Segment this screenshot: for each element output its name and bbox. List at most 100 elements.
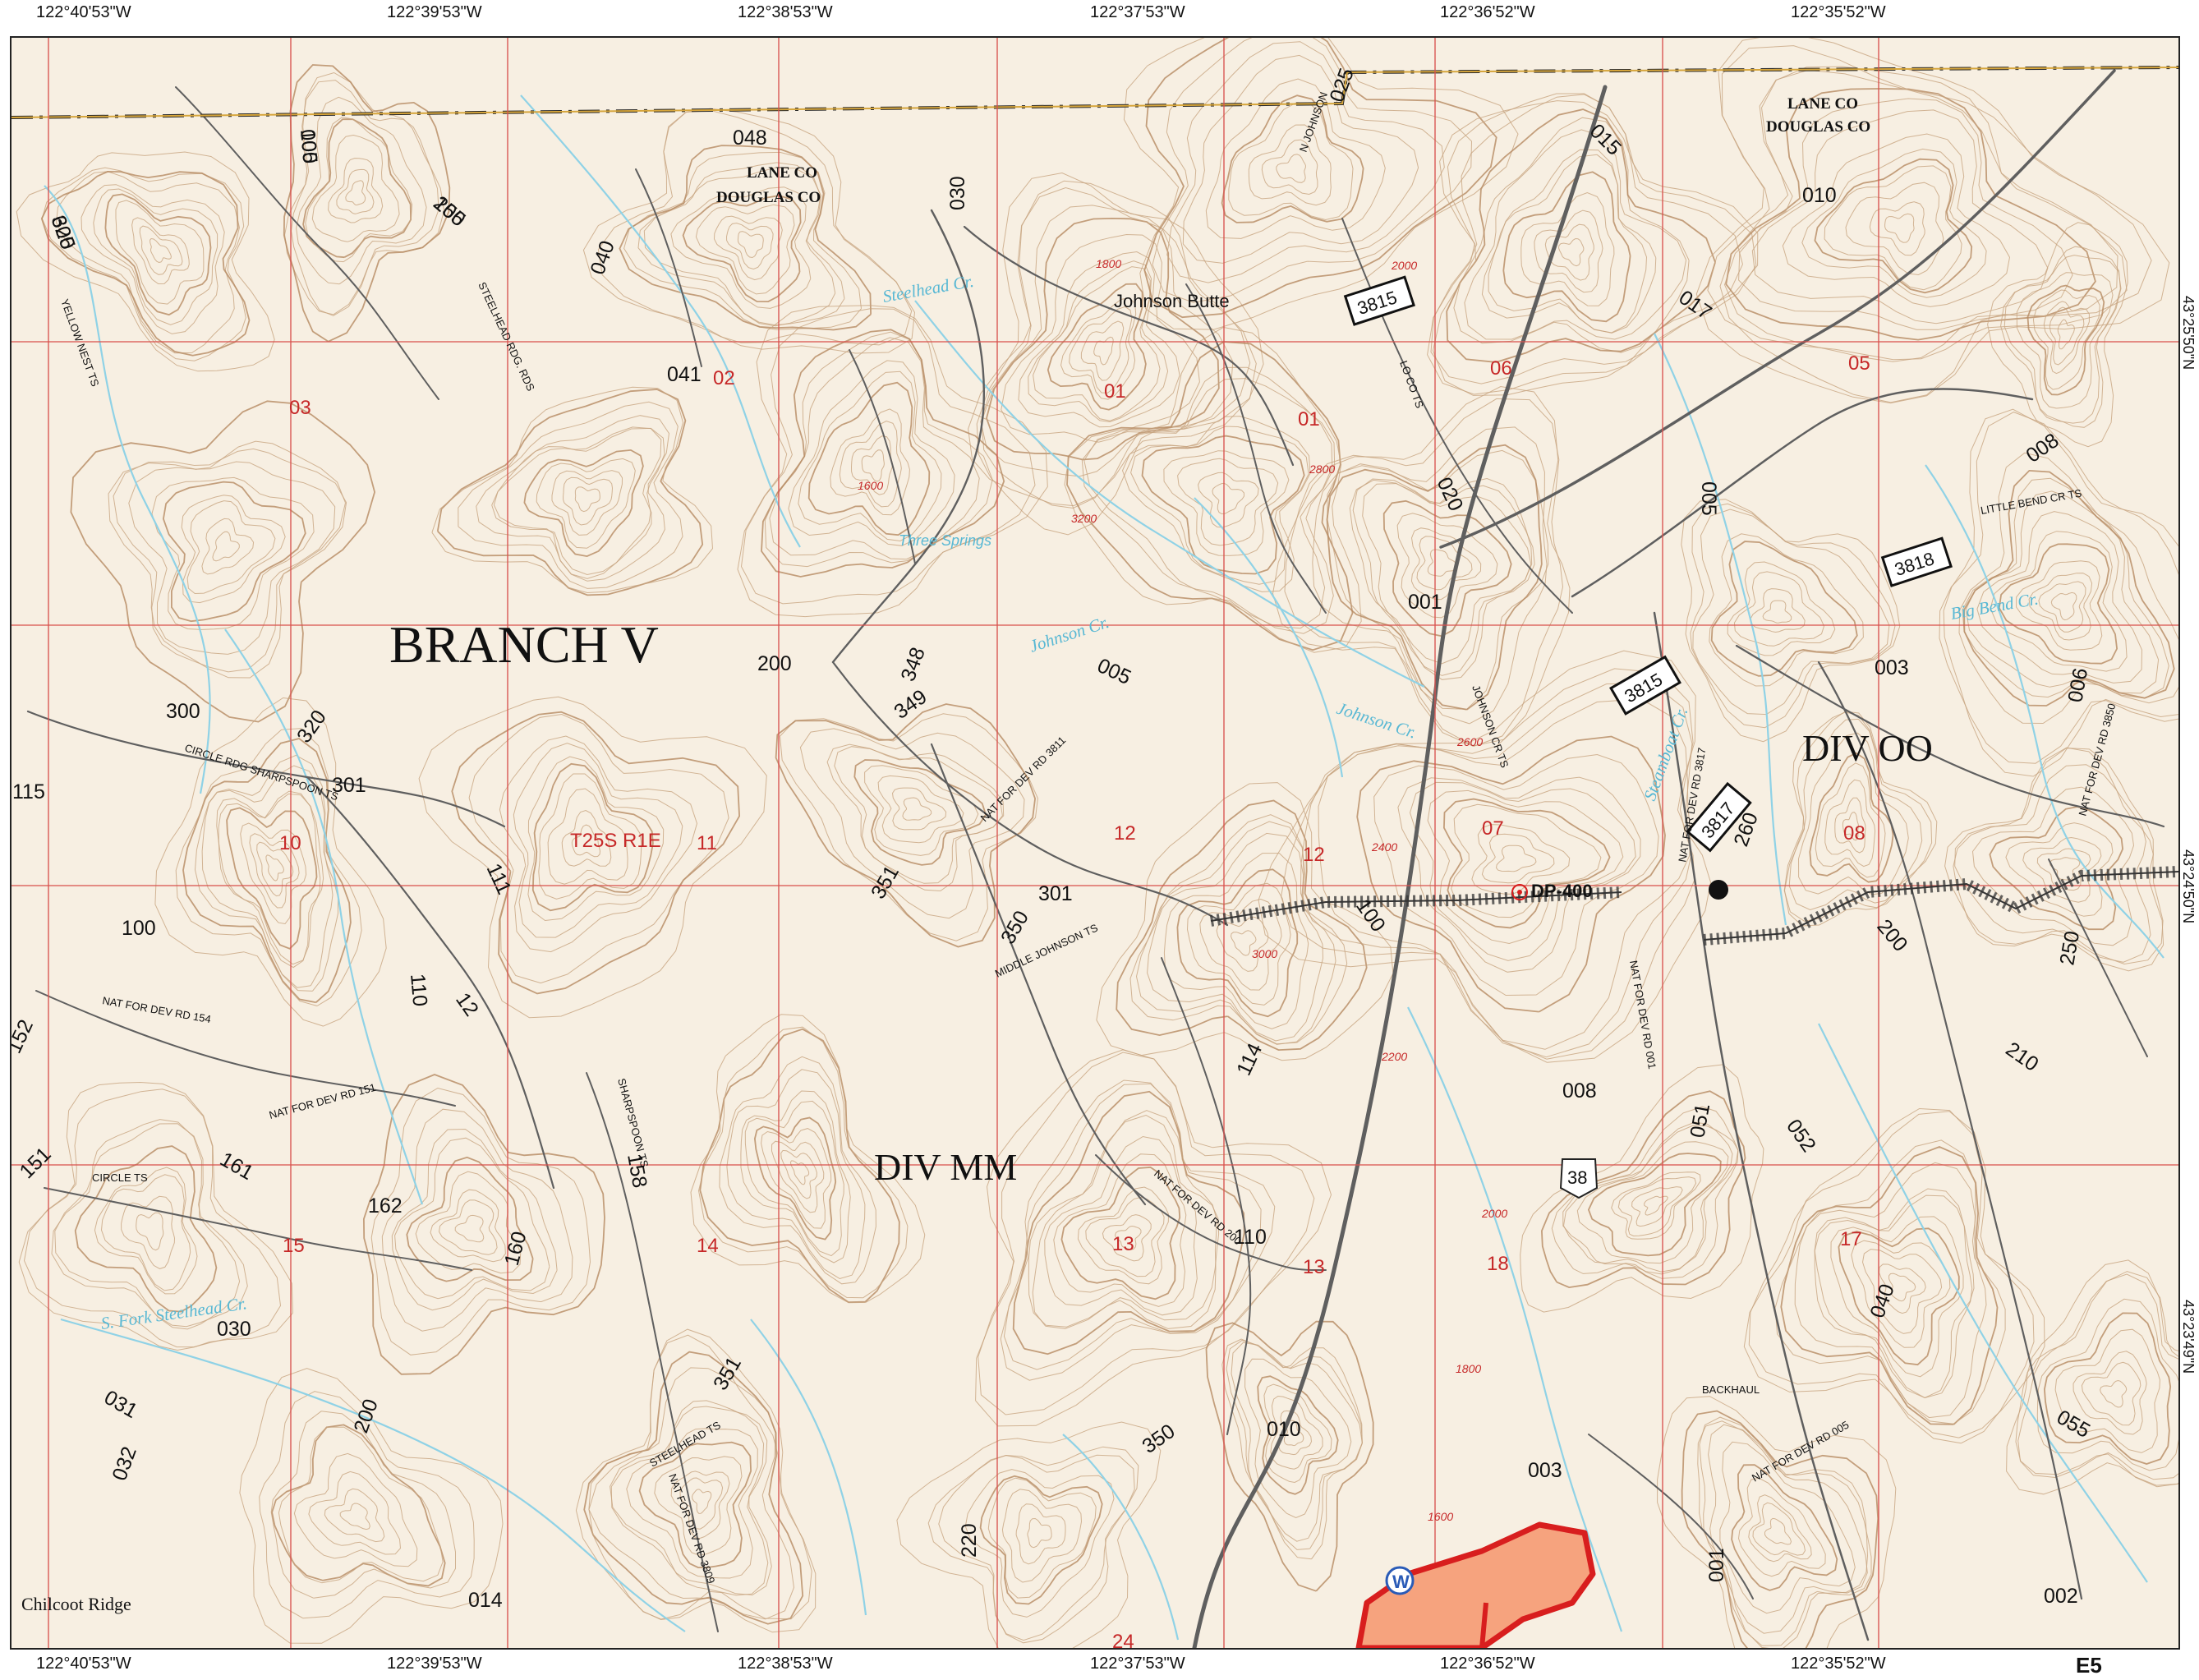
contour-line [1230,930,1257,956]
contour-line [699,1028,900,1304]
road-line [831,660,1229,927]
contour-line [81,184,225,334]
contour-line [1312,426,1548,725]
contour-line [296,96,427,285]
contour-line [212,531,240,562]
contour-line [1587,1153,1722,1257]
contour-line [1965,490,2160,694]
contour-line [1723,69,2118,362]
contour-line [175,728,362,1006]
contour-line [807,381,931,536]
contour-elevation-label: 1600 [1428,1510,1453,1523]
road-number: 110 [1234,1226,1267,1249]
contour-line [1143,38,1497,319]
contour-line [1416,536,1473,591]
contour-line [324,1488,385,1543]
contour-line [902,797,932,821]
contour-line [2036,1298,2178,1471]
contour-line [1797,732,1909,895]
contour-line [1451,803,1602,918]
contour-line [588,1367,795,1620]
top-coordinate: 122°40'53"W [36,3,131,21]
contour-line [1520,191,1615,306]
contour-line [1502,171,1631,323]
contour-line [1540,1090,1746,1289]
contour-line [283,64,451,343]
contour-line [1464,129,1687,340]
contour-line [1221,1338,1363,1560]
contour-line [100,1174,191,1291]
road-shield: 3818 [1880,536,1953,587]
contour-line [1166,41,1445,283]
road-number: 001 [1408,591,1442,614]
stream-line [1654,333,1787,926]
stream-line [60,1318,686,1632]
contour-line [270,1411,456,1599]
contour-line [1971,786,2135,946]
contour-line [1814,158,1973,294]
road-number: 220 [958,1523,981,1558]
contour-line [201,765,334,988]
contour-line [139,225,183,275]
contour-line [987,1477,1097,1599]
contour-elevation-label: 2000 [1391,259,1417,272]
contour-line [115,200,205,305]
contour-line [1066,341,1354,651]
contour-line [2043,1312,2172,1465]
contour-line [1083,378,1336,629]
contour-line [1409,781,1636,961]
road-shield: 3815 [1343,275,1415,326]
division-label: BRANCH V [389,615,659,674]
contour-line [563,476,614,526]
contour-line [23,1089,282,1348]
road-line [1817,660,2083,1600]
contour-line [1838,1227,1960,1366]
contour-line [575,1328,817,1633]
contour-line [256,841,294,897]
top-coordinate: 122°37'53"W [1090,3,1185,21]
contour-line [697,1026,909,1299]
contour-line [1748,1111,2035,1444]
stream-line [1818,1023,2148,1583]
contour-line [1830,1216,1964,1378]
contour-line [1495,845,1537,872]
contour-line [1373,753,1659,996]
contour-elevation-label: 2200 [1381,1050,1407,1063]
contour-line [93,188,219,325]
contour-line [51,1119,248,1328]
contour-line [1205,1320,1374,1592]
contour-line [150,237,172,264]
top-coordinate: 122°39'53"W [387,3,482,21]
contour-line [753,1116,837,1240]
contour-line [1617,1176,1697,1237]
contour-line [2022,836,2102,903]
contour-line [305,116,413,263]
contour-line [975,1049,1332,1427]
contour-line [896,1421,1162,1648]
section-number: 05 [1848,352,1870,375]
contour-line [1534,209,1603,293]
section-number: 07 [1482,817,1504,840]
road-line [1653,611,1870,1641]
contour-line [1081,366,1334,634]
section-number: 15 [283,1235,305,1257]
contour-line [1147,832,1324,1042]
contour-line [1801,148,1987,298]
drop-point-label: DP-400 [1531,881,1593,901]
contour-line [1842,812,1859,841]
contour-line [513,743,683,938]
contour-line [1544,223,1594,281]
road-number: 005 [1697,481,1720,516]
contour-line [551,470,623,536]
road-line [586,1072,719,1632]
road-number: 162 [368,1194,403,1217]
contour-line [2050,591,2077,621]
contour-line [692,1489,712,1514]
contour-line [725,223,774,270]
contour-line [458,401,683,589]
division-label: DIV OO [1802,727,1933,769]
contour-line [1657,1396,1897,1648]
contour-line [1990,531,2128,672]
target-marker [1511,884,1528,900]
section-number: 17 [1840,1228,1862,1250]
